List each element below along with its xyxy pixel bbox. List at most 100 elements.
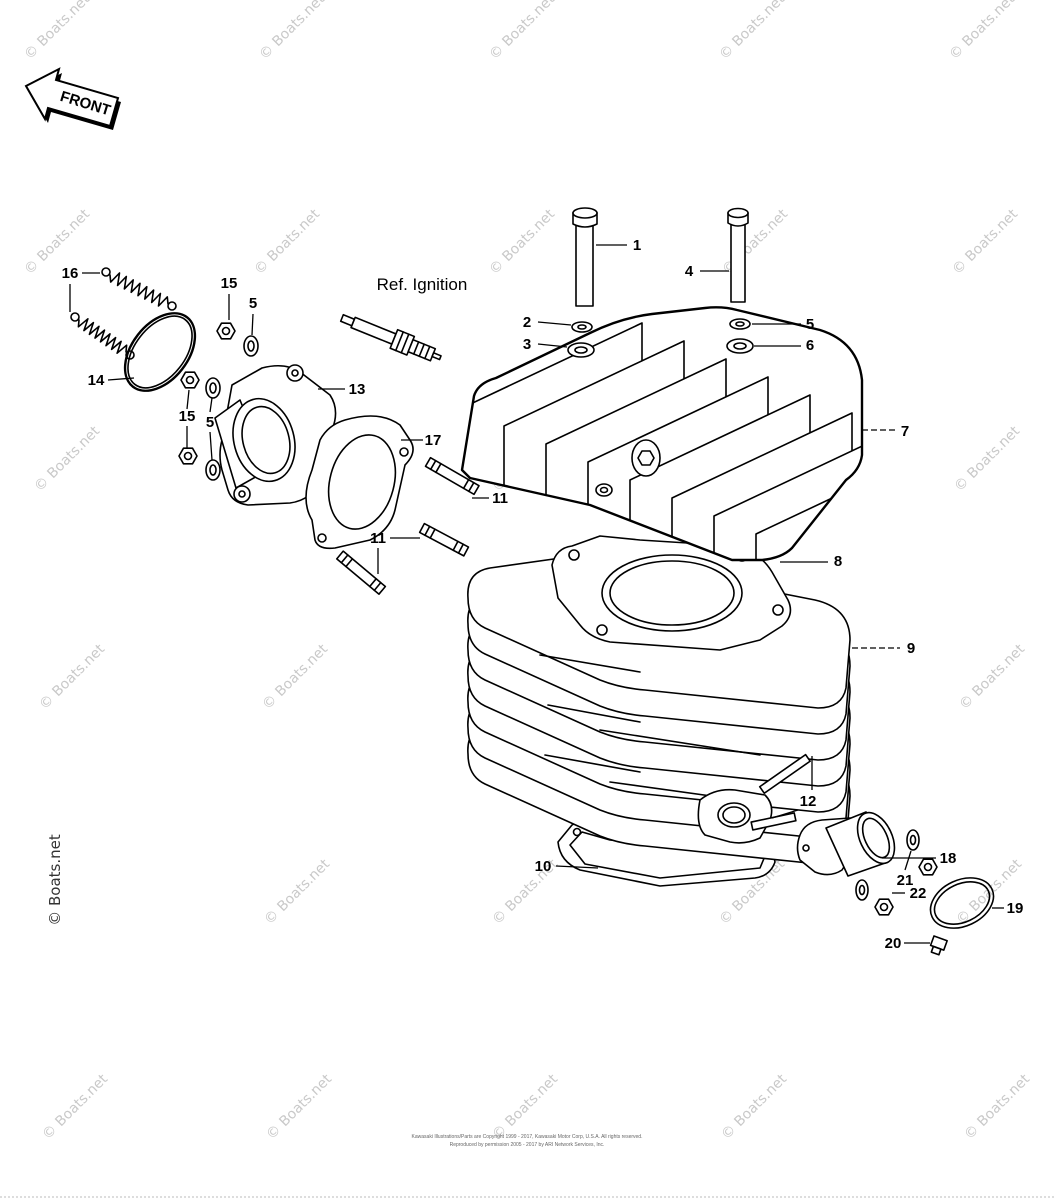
callout-22: 22 [910, 885, 927, 902]
nut-hole [879, 902, 889, 912]
leader-12 [771, 756, 813, 819]
gasket-bore [327, 434, 397, 530]
nut [180, 371, 200, 389]
spring-upper [109, 272, 169, 307]
exhaust-gasket [305, 415, 414, 550]
nut [216, 322, 236, 340]
exhaust-springs [70, 267, 177, 360]
callout-20: 20 [885, 935, 902, 952]
front-arrow: FRONT [24, 67, 121, 130]
leader-14 [107, 377, 135, 381]
leader-lines [69, 244, 1004, 944]
callout-8: 8 [834, 553, 842, 570]
stud-lower [335, 550, 387, 595]
head-gasket-outline [551, 535, 792, 651]
intake-holder [697, 788, 773, 844]
nut [178, 447, 198, 465]
callout-11: 11 [370, 530, 386, 547]
bolt-shaft [730, 222, 746, 303]
clamp-band-inner [933, 881, 991, 925]
callout-5: 5 [806, 316, 814, 333]
gasket-hole [317, 533, 327, 543]
nut-22 [918, 858, 938, 876]
head-bolt-hole-inner [599, 486, 609, 494]
callout-5: 5 [206, 414, 214, 431]
leader-5-top [251, 313, 254, 336]
intake-nuts-washers [855, 829, 938, 916]
callout-2: 2 [523, 314, 531, 331]
exhaust-ring [123, 312, 197, 392]
intake-holder-plate [697, 788, 773, 844]
callout-16: 16 [62, 265, 79, 282]
leader-16 [69, 272, 100, 312]
nut-hole [183, 451, 193, 461]
washer-hole [733, 342, 747, 350]
washer-hole [574, 346, 588, 354]
washer-hole [909, 834, 917, 846]
front-arrow-body [24, 67, 120, 128]
stud-thread [429, 459, 475, 493]
callout-15: 15 [221, 275, 238, 292]
washer-hole [209, 464, 217, 476]
leader-2 [537, 321, 572, 326]
head-outline [460, 306, 864, 562]
nut-hole [185, 375, 195, 385]
copyright-line-2: Reproduced by permission 2005 - 2017 by … [450, 1142, 605, 1148]
washer-hole [577, 324, 587, 330]
spring-hook [167, 301, 177, 311]
callout-10: 10 [535, 858, 552, 875]
plug-thread [412, 341, 431, 360]
callout-6: 6 [806, 337, 814, 354]
washer [205, 377, 221, 399]
washer-5 [729, 318, 751, 330]
spark-plug [339, 313, 442, 362]
stud-thread [340, 554, 382, 592]
bolt-shaft [575, 223, 594, 307]
washer [243, 335, 259, 357]
copyright-line-1: Kawasaki Illustrations/Parts are Copyrig… [412, 1134, 643, 1140]
callout-13: 13 [349, 381, 366, 398]
manifold-mouth-inner [861, 817, 891, 859]
spring-hook [101, 267, 111, 277]
ref-ignition-label: Ref. Ignition [377, 275, 468, 294]
head-gasket-bore-ring [609, 560, 735, 626]
callout-17: 17 [425, 432, 442, 449]
spark-plug-boss-hex [637, 450, 655, 466]
callout-14: 14 [88, 372, 105, 389]
leader-3 [537, 343, 568, 348]
leader-15-left [186, 389, 190, 448]
callout-15: 15 [179, 408, 196, 425]
plug-hex-edge [394, 331, 410, 354]
flange-bore-inner [241, 405, 291, 475]
leader-11-lower [377, 537, 420, 574]
head-gasket [551, 535, 792, 651]
flange-bore [232, 397, 296, 483]
callout-18: 18 [940, 850, 957, 867]
head-gasket-bore [601, 554, 743, 632]
leader-21 [904, 850, 912, 871]
ring-inner [127, 315, 193, 389]
leader-10 [555, 865, 599, 869]
cylinder-block [467, 554, 851, 865]
base-gasket-hole [572, 827, 582, 837]
callout-1: 1 [633, 237, 641, 254]
exhaust-flange [214, 364, 337, 506]
washer-hole [209, 382, 217, 394]
clamp-screw [929, 935, 948, 956]
callout-12: 12 [800, 793, 817, 810]
head-bolt-short [727, 207, 749, 303]
clamp-screw-head [930, 945, 942, 956]
washer-21 [906, 829, 920, 851]
stud-shaft [758, 753, 811, 795]
stud-shaft [418, 522, 470, 557]
ring-outer [123, 312, 197, 392]
plug-electrode [431, 352, 442, 361]
callout-11: 11 [492, 490, 508, 507]
intake-manifold [796, 811, 896, 877]
flange-ear [233, 485, 251, 503]
manifold-bolt-hole [802, 844, 810, 852]
head-gasket-hole [596, 624, 608, 636]
washer-3 [567, 342, 595, 358]
spring-hook [70, 312, 80, 322]
